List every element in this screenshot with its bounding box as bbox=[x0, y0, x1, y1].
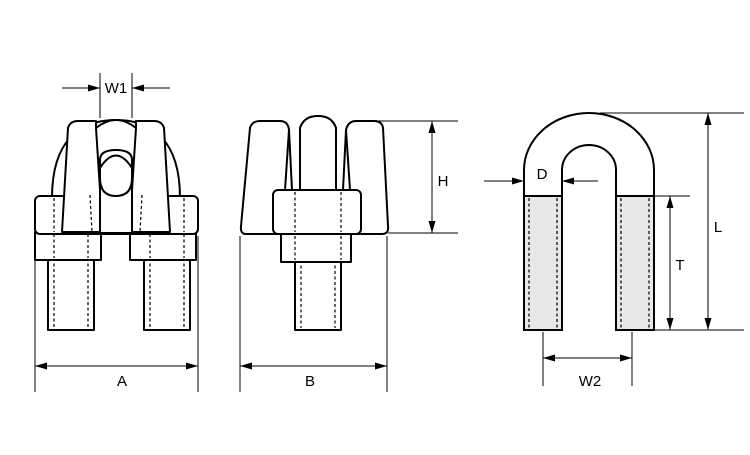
dimension-b: B bbox=[239, 236, 388, 392]
label-t: T bbox=[675, 257, 684, 274]
front-view bbox=[34, 119, 199, 331]
dimension-w2: W2 bbox=[542, 332, 633, 390]
label-a: A bbox=[117, 373, 127, 390]
dimension-l: L bbox=[600, 112, 744, 330]
label-w1: W1 bbox=[105, 80, 128, 97]
front-left-nut bbox=[34, 231, 102, 261]
front-ubolt-groove bbox=[99, 154, 133, 197]
u-bolt-left-thread bbox=[523, 195, 563, 331]
u-bolt-right-thread bbox=[615, 195, 655, 331]
dimension-d: D bbox=[484, 166, 598, 185]
side-nut bbox=[280, 233, 352, 263]
front-left-leg bbox=[47, 254, 95, 331]
label-l: L bbox=[714, 219, 722, 236]
front-right-nut bbox=[129, 231, 197, 261]
side-saddle-base bbox=[272, 189, 362, 235]
u-bolt-view bbox=[523, 112, 655, 331]
side-view bbox=[239, 115, 390, 331]
dimension-h: H bbox=[376, 120, 458, 234]
dimension-a: A bbox=[34, 236, 199, 392]
label-w2: W2 bbox=[579, 373, 602, 390]
dimension-t: T bbox=[654, 195, 744, 331]
dimension-w1: W1 bbox=[62, 73, 170, 118]
front-right-leg bbox=[143, 254, 191, 331]
side-leg bbox=[294, 257, 342, 331]
label-d: D bbox=[537, 166, 548, 183]
label-h: H bbox=[438, 173, 449, 190]
label-b: B bbox=[305, 373, 315, 390]
side-center-finger bbox=[299, 115, 337, 190]
